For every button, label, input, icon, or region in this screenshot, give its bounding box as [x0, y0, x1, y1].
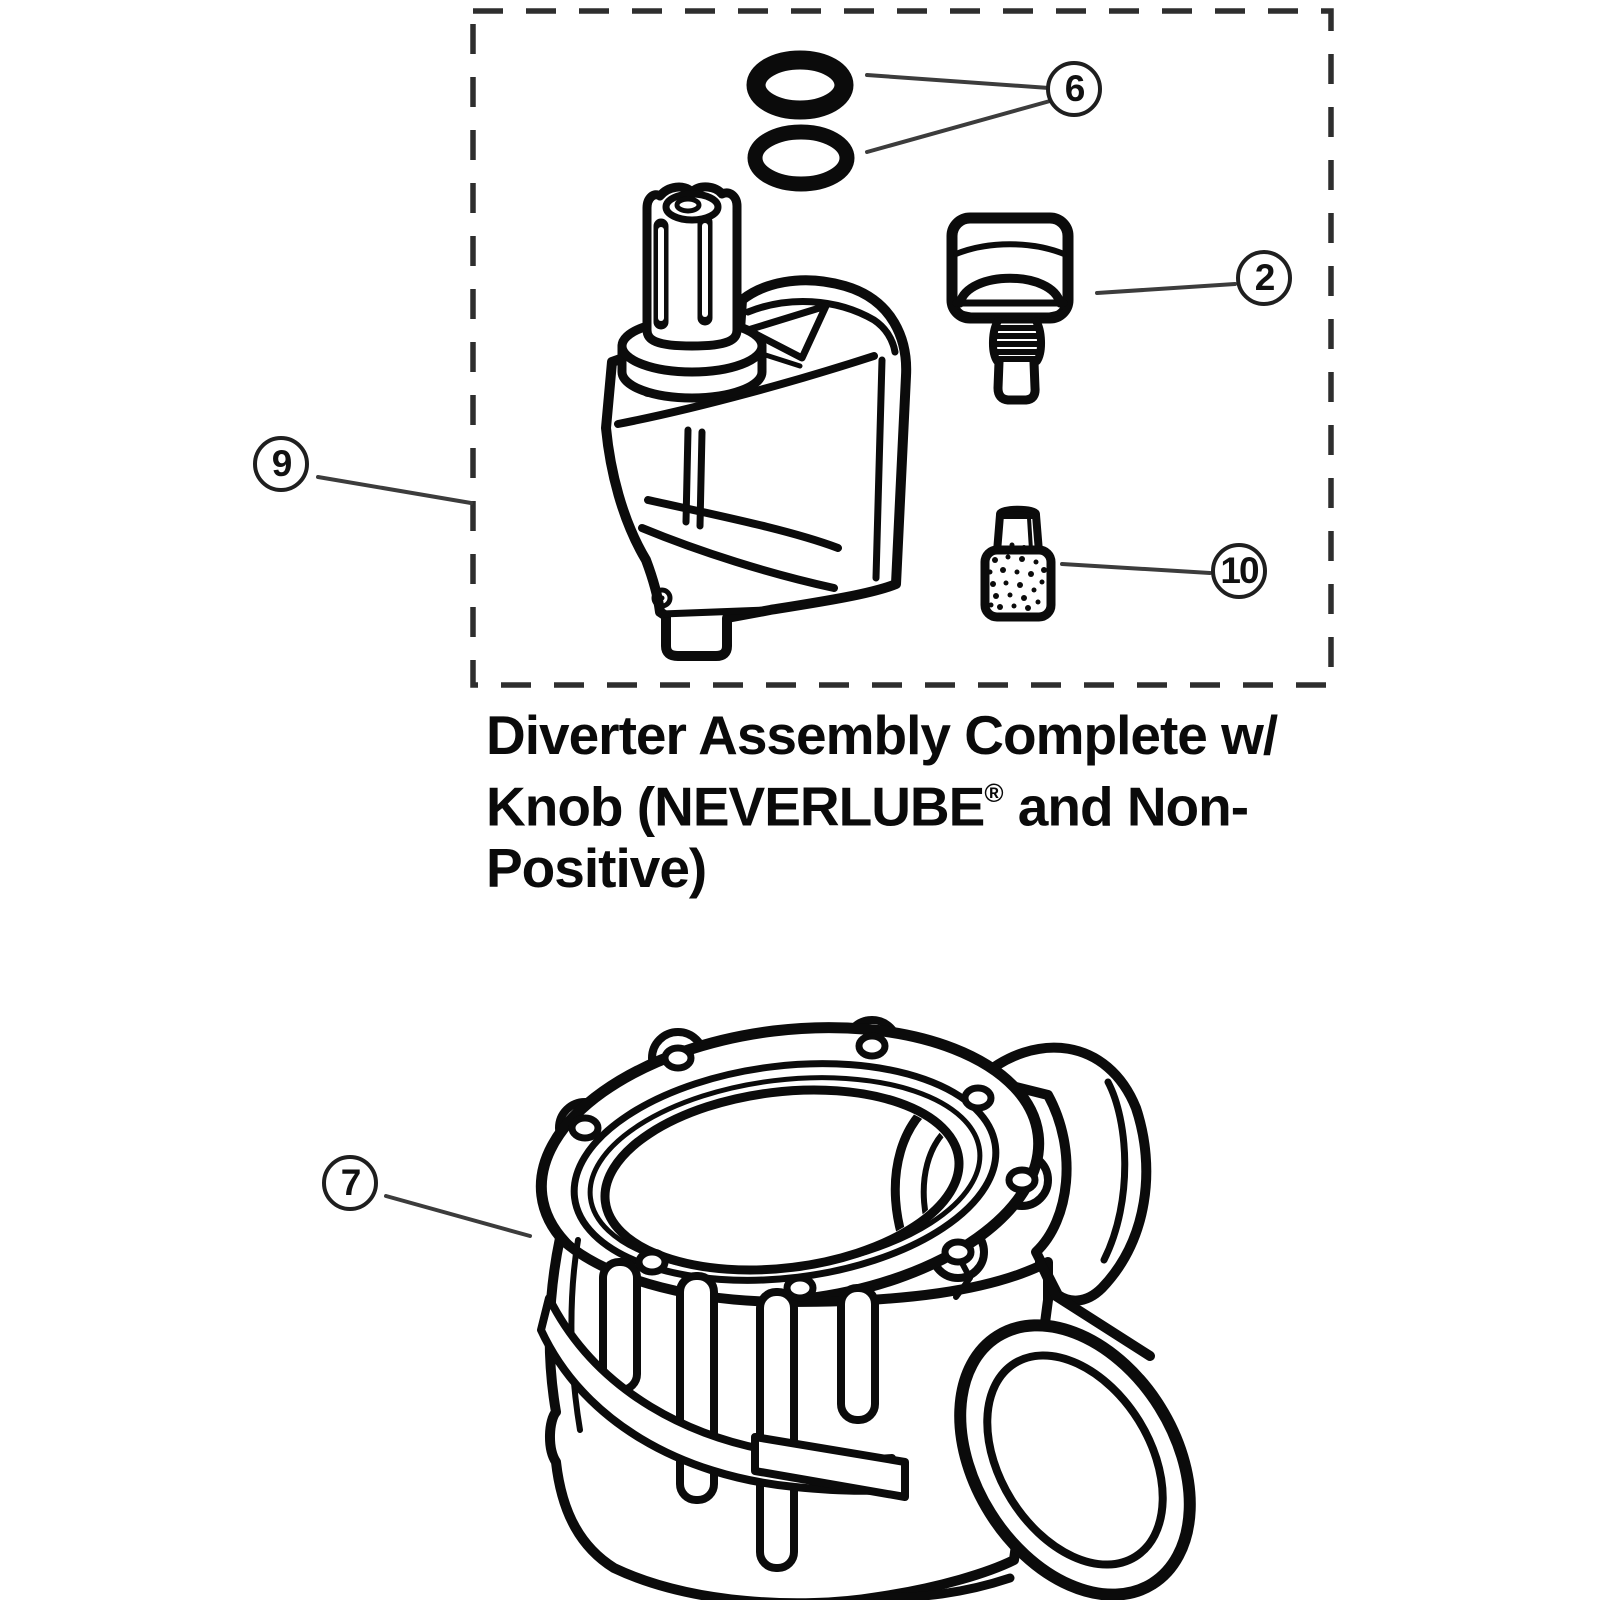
- leader-line-10: [1060, 562, 1212, 575]
- callout-6[interactable]: 6: [1046, 61, 1102, 117]
- foot-top-edge: [658, 606, 772, 618]
- callout-6-number: 6: [1064, 68, 1086, 109]
- thread-ridges: [990, 325, 1044, 362]
- callout-2[interactable]: 2: [1236, 250, 1292, 306]
- assembly-caption: Diverter Assembly Complete w/ Knob (NEVE…: [486, 704, 1386, 899]
- caption-line-3: Positive): [486, 837, 707, 900]
- callout-9-number: 9: [271, 443, 293, 484]
- lube-plug-illustration: [980, 505, 1056, 622]
- side-port-bottom-edge: [873, 1573, 1015, 1600]
- diverter-assembly-illustration: [601, 182, 912, 661]
- plug-stipple-texture: [987, 542, 1047, 611]
- knob-dome: [955, 273, 1065, 308]
- flange-opening: [600, 1085, 964, 1275]
- shaft-top-bore: [674, 196, 702, 214]
- leader-line-6a: [865, 73, 1051, 90]
- bracket-window: [744, 302, 830, 362]
- valve-body-illustration: [535, 1016, 1196, 1600]
- leader-line-9: [316, 475, 473, 505]
- leader-line-7: [384, 1194, 532, 1238]
- scoop-upper-curve: [644, 496, 842, 552]
- scoop-lower-curve: [638, 524, 838, 592]
- o-ring-icon: [747, 124, 855, 192]
- callout-2-number: 2: [1254, 257, 1276, 298]
- o-ring-icon: [746, 50, 854, 120]
- plug-cap-edge: [1027, 516, 1033, 552]
- bracket-plate-edge: [614, 352, 878, 428]
- callout-10-number: 10: [1220, 550, 1259, 591]
- rear-port-inner-arc: [1100, 1078, 1129, 1264]
- callout-9[interactable]: 9: [253, 436, 309, 492]
- registered-trademark-symbol: ®: [984, 778, 1004, 808]
- splined-shaft: [642, 182, 742, 351]
- bracket-wall-inner-edge: [872, 356, 886, 582]
- leader-line-6b: [865, 99, 1052, 154]
- body-shelf: [751, 1433, 909, 1501]
- body-ribs: [599, 1258, 879, 1572]
- caption-line-1: Diverter Assembly Complete w/: [486, 704, 1278, 766]
- shaft-edge-lines: [647, 211, 737, 332]
- flange-bolt-holes: [568, 1032, 1039, 1302]
- side-port-opening: [954, 1319, 1196, 1600]
- o-rings-illustration: [746, 50, 855, 192]
- leader-lines: [316, 73, 1237, 1238]
- rear-port-lobe: [975, 1042, 1152, 1306]
- bracket-arm-inner-edge: [744, 298, 899, 356]
- knob-tip: [993, 357, 1040, 405]
- leader-line-2: [1095, 282, 1237, 295]
- callout-7-number: 7: [340, 1162, 362, 1203]
- plug-cap-rim: [996, 505, 1040, 517]
- callout-10[interactable]: 10: [1211, 543, 1267, 599]
- side-port-bore: [983, 1351, 1167, 1569]
- caption-line-2: Knob (NEVERLUBE® and Non-: [486, 775, 1249, 838]
- rivet-hole-center: [659, 595, 665, 601]
- knob-dome-lip: [955, 309, 1065, 321]
- callout-7[interactable]: 7: [322, 1155, 378, 1211]
- knob-screw-illustration: [946, 212, 1074, 405]
- assembly-group-dashed-box: [470, 8, 1334, 688]
- side-port-top-edge: [1035, 1257, 1155, 1361]
- rivet-hole: [651, 587, 673, 609]
- knob-top-face-line: [953, 241, 1067, 257]
